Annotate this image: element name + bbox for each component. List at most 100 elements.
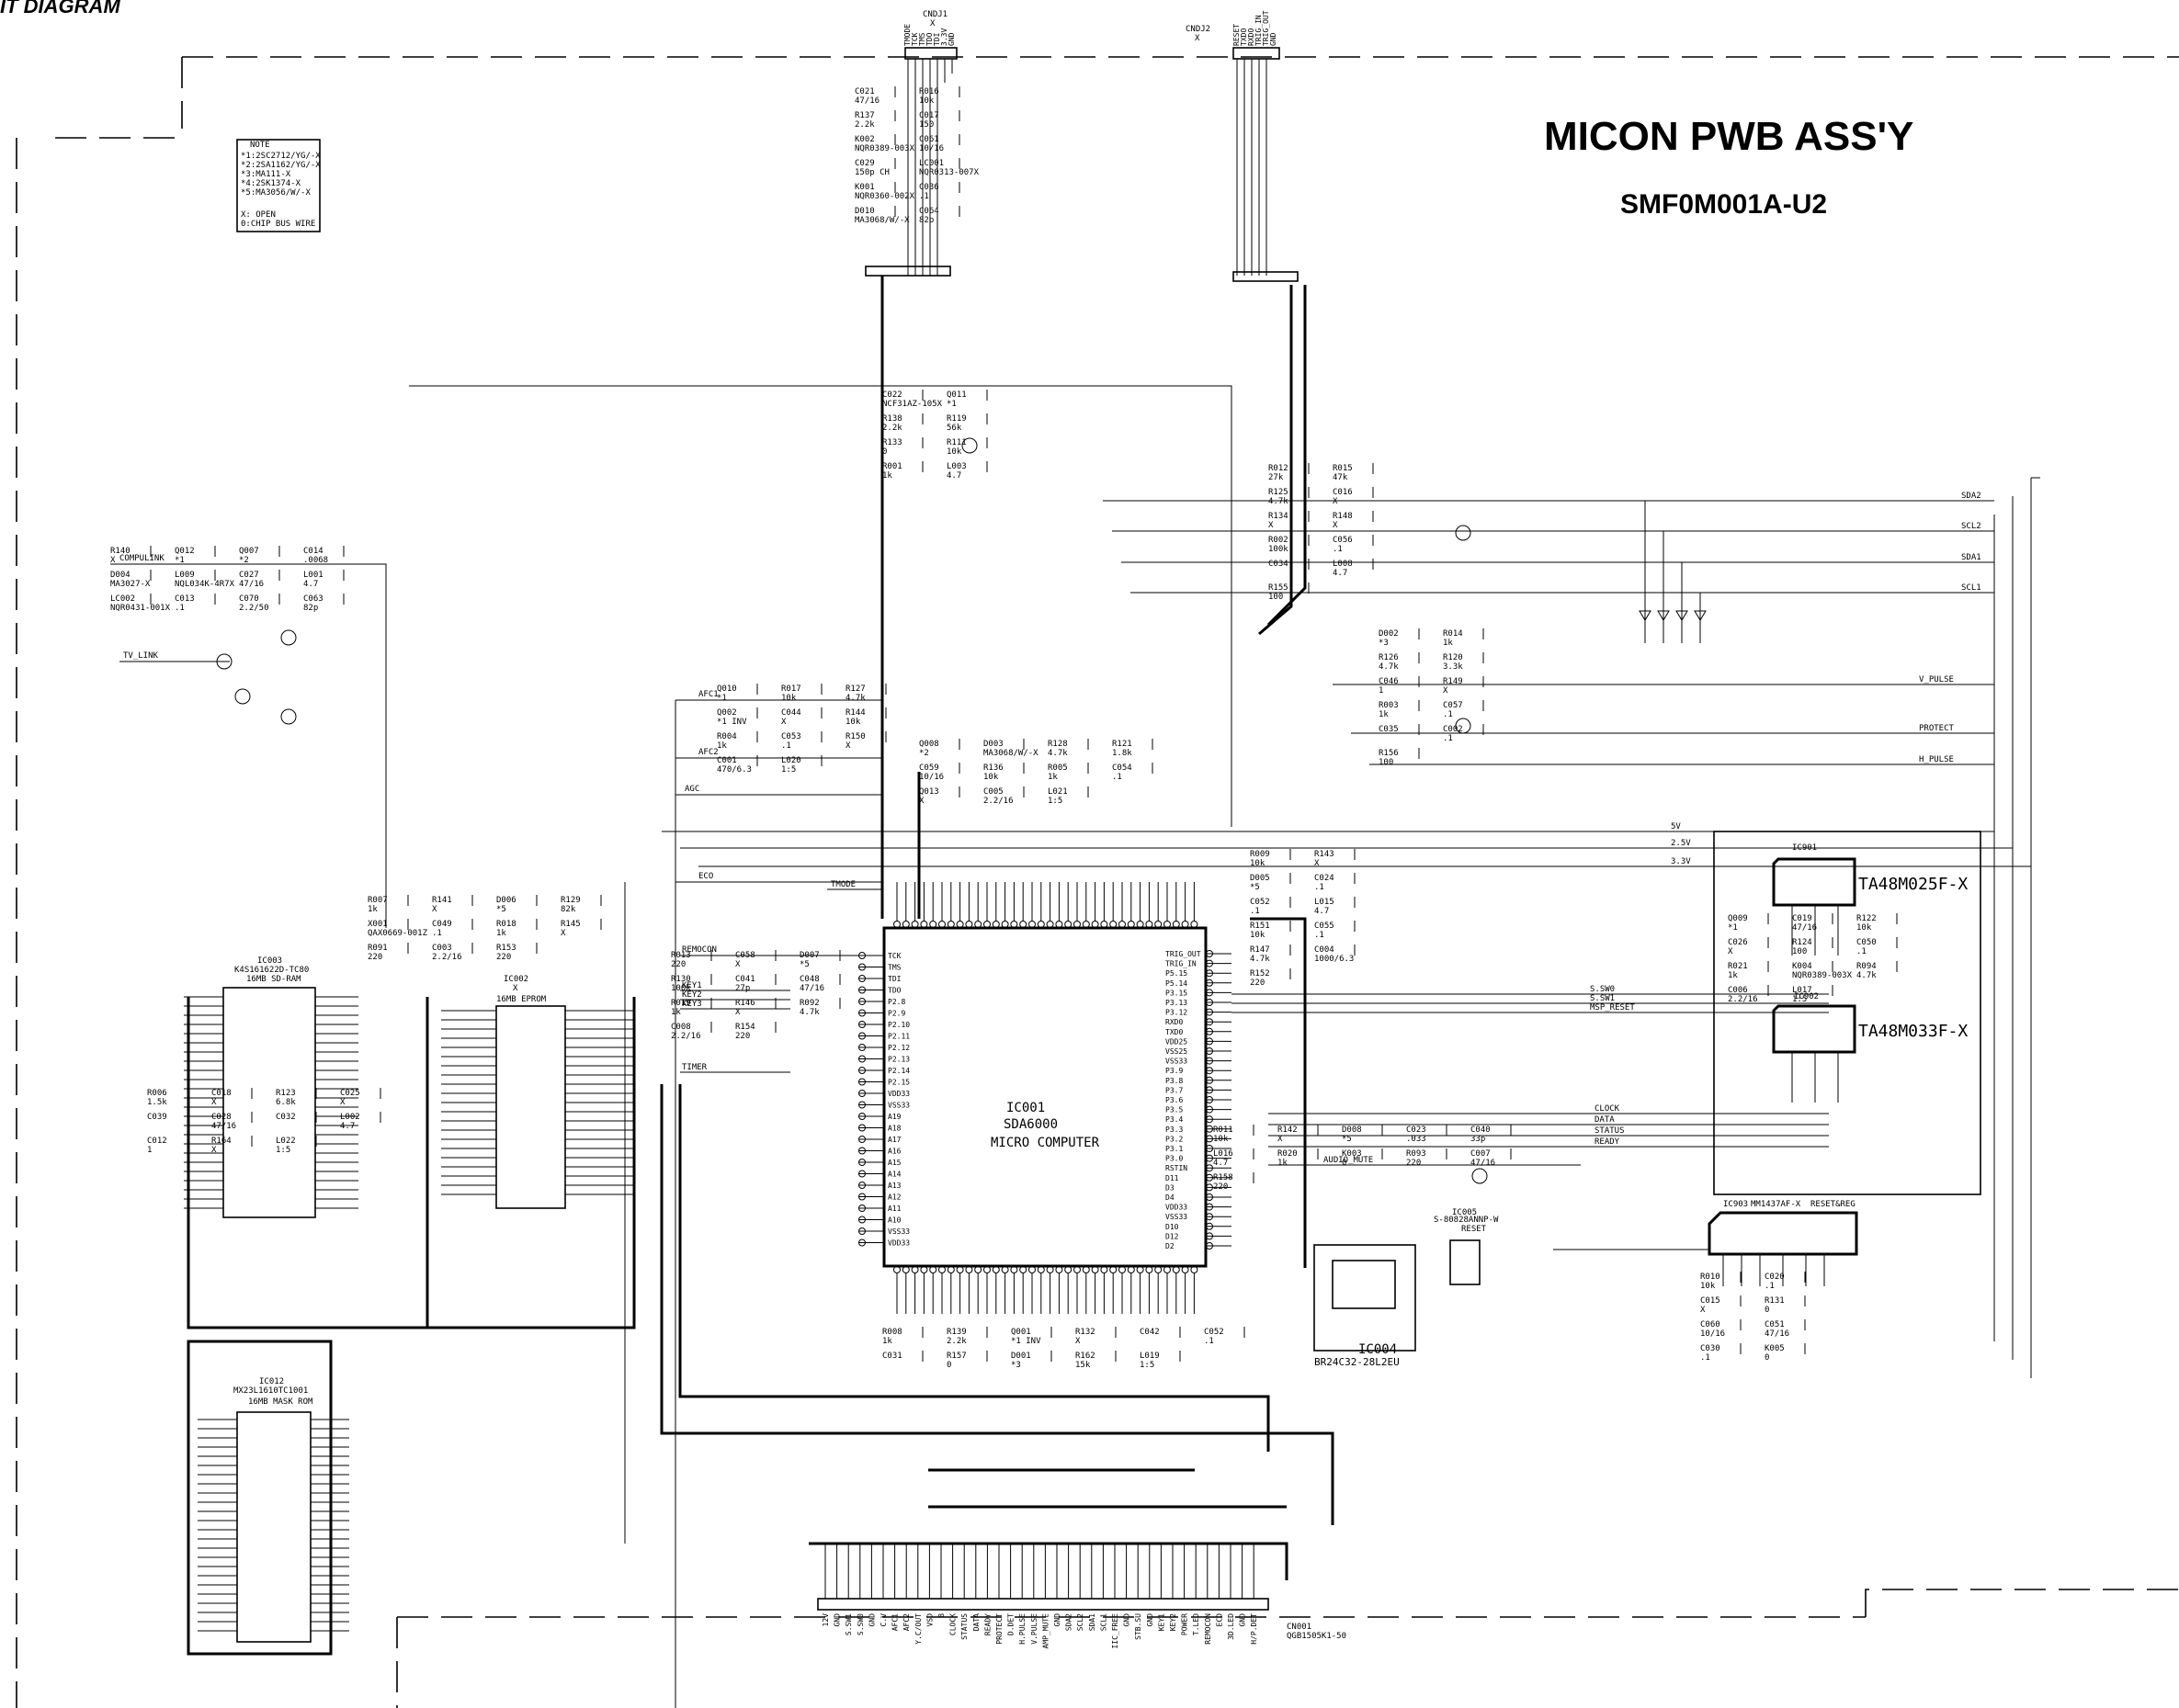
ic001-part: SDA6000 bbox=[1004, 1117, 1058, 1132]
component-ref: C041 bbox=[735, 975, 755, 984]
cn001-pin-label: AMP_MUTE bbox=[1041, 1613, 1050, 1649]
rail-label: SCL1 bbox=[1961, 583, 1981, 593]
component-ref: R131 bbox=[1765, 1296, 1785, 1306]
cn001-pin-label: REMOCON bbox=[1204, 1613, 1212, 1645]
cn001-pin-label: S.SW0 bbox=[857, 1613, 865, 1635]
ic001-pin-label: TRIG_OUT bbox=[1165, 950, 1201, 958]
component-ref: L019 bbox=[1140, 1352, 1160, 1361]
ic001-bottom-pins bbox=[893, 1266, 1198, 1314]
component-ref: Q012 bbox=[175, 547, 195, 556]
component-value: .1 bbox=[1112, 773, 1122, 782]
left-signal: REMOCON bbox=[682, 945, 717, 955]
component-value: X bbox=[1728, 947, 1733, 956]
component-ref: C052 bbox=[1250, 898, 1270, 907]
component-value: X bbox=[1333, 521, 1338, 530]
ic003-part: K4S161622D-TC80 bbox=[234, 966, 309, 975]
ic001-pin-label: VDD25 bbox=[1165, 1037, 1187, 1046]
ic001-pin-label: VSS33 bbox=[888, 1102, 910, 1110]
ic001-pin-label: A19 bbox=[888, 1113, 902, 1121]
component-ref: R017 bbox=[781, 684, 801, 694]
component-value: 1:5 bbox=[1792, 995, 1807, 1004]
component-ref: D004 bbox=[110, 571, 131, 580]
ic903-desc: RESET&REG bbox=[1810, 1200, 1856, 1209]
component-ref: R011 bbox=[1213, 1125, 1233, 1135]
rail-label: S.SW1 bbox=[1590, 994, 1615, 1003]
board-outline bbox=[16, 56, 2179, 1708]
component-value: 1k bbox=[671, 1008, 681, 1017]
component-value: 1000/6.3 bbox=[1314, 955, 1354, 964]
component-ref: R010 bbox=[1700, 1273, 1720, 1282]
component-ref: C025 bbox=[340, 1089, 360, 1098]
component-value: 4.7k bbox=[1268, 497, 1288, 506]
component-ref: R015 bbox=[1333, 464, 1353, 473]
pin-label: TRIG_OUT bbox=[1262, 10, 1270, 46]
component-value: 0 bbox=[1342, 1159, 1346, 1168]
component-ref: R146 bbox=[735, 999, 755, 1008]
component-value: NQR0389-003X bbox=[855, 144, 915, 153]
component-ref: C001 bbox=[717, 756, 737, 765]
component-ref: R143 bbox=[1314, 850, 1334, 859]
cn001-pin-label: GND bbox=[1239, 1613, 1247, 1627]
bus-lines bbox=[187, 276, 1334, 1656]
ic001-pin-label: P3.3 bbox=[1165, 1125, 1183, 1134]
component-ref: R006 bbox=[147, 1089, 167, 1098]
component-value: 10k bbox=[1700, 1282, 1716, 1291]
component-value: 1k bbox=[1443, 639, 1453, 648]
transistors bbox=[216, 437, 1488, 1184]
component-value: 100k bbox=[671, 984, 691, 993]
ic001-pin-label: VDD33 bbox=[888, 1090, 910, 1098]
component-ref: C019 bbox=[1792, 914, 1812, 923]
component-ref: D007 bbox=[800, 951, 820, 960]
rail-label: H_PULSE bbox=[1919, 755, 1954, 764]
cn001-pin-label: B bbox=[937, 1613, 946, 1618]
ic002-value: X bbox=[513, 984, 518, 993]
component-value: *5 bbox=[800, 960, 810, 969]
component-ref: C021 bbox=[855, 87, 875, 96]
component-ref: R123 bbox=[276, 1089, 296, 1098]
component-value: X bbox=[1268, 521, 1274, 530]
component-value: .1 bbox=[1765, 1282, 1775, 1291]
ic001-pin-label: A16 bbox=[888, 1148, 902, 1156]
ic001-pin-label: P3.6 bbox=[1165, 1096, 1183, 1104]
rail-label: 2.5V bbox=[1671, 839, 1691, 848]
ic001-pin-label: P3.4 bbox=[1165, 1115, 1183, 1124]
ic001-pin-label: TXD0 bbox=[1165, 1028, 1183, 1036]
component-ref: C006 bbox=[1728, 986, 1748, 995]
component-ref: C017 bbox=[919, 111, 939, 120]
component-ref: D006 bbox=[496, 896, 516, 905]
cn001-pin-label: POWER bbox=[1181, 1613, 1189, 1635]
note-box: NOTE *1:2SC2712/YG/-X *2:2SA1162/YG/-X *… bbox=[236, 139, 321, 232]
component-ref: C007 bbox=[1470, 1149, 1491, 1159]
component-value: 100 bbox=[1268, 593, 1283, 602]
component-ref: R162 bbox=[1075, 1352, 1095, 1361]
component-ref: R016 bbox=[919, 87, 939, 96]
rail-label: DATA bbox=[1595, 1115, 1615, 1125]
component-value: MA3027-X bbox=[110, 580, 151, 589]
component-ref: C035 bbox=[1379, 725, 1399, 734]
ic001-pin-label: D2 bbox=[1165, 1242, 1175, 1250]
cn001-pin-label: Y.C/OUT bbox=[914, 1613, 923, 1645]
component-value: *1 bbox=[175, 556, 185, 565]
component-value: .1 bbox=[781, 741, 791, 751]
component-ref: C064 bbox=[919, 207, 939, 216]
component-ref: C027 bbox=[239, 571, 259, 580]
pin-label: TDO bbox=[925, 32, 934, 46]
ic001-pin-label: TDO bbox=[888, 987, 902, 995]
component-ref: C044 bbox=[781, 708, 801, 718]
component-value: .1 bbox=[1333, 545, 1343, 554]
component-value: *2 bbox=[239, 556, 249, 565]
component-value: 4.7k bbox=[1856, 971, 1877, 980]
component-value: 4.7 bbox=[1314, 907, 1329, 916]
component-value: 3.3k bbox=[1443, 662, 1463, 672]
component-ref: C029 bbox=[855, 159, 875, 168]
cn001-pin-label: ECO bbox=[1215, 1613, 1223, 1627]
ic001-pin-label: P3.15 bbox=[1165, 989, 1187, 997]
component-value: 4.7 bbox=[1213, 1159, 1228, 1168]
board-subtitle: SMF0M001A-U2 bbox=[1620, 189, 1827, 220]
component-value: 220 bbox=[671, 960, 686, 969]
component-value: 100 bbox=[1379, 758, 1393, 767]
component-value: NCF31AZ-105X bbox=[882, 400, 943, 409]
rail-label: TV_LINK bbox=[123, 651, 159, 661]
component-value: .1 bbox=[1443, 734, 1453, 743]
